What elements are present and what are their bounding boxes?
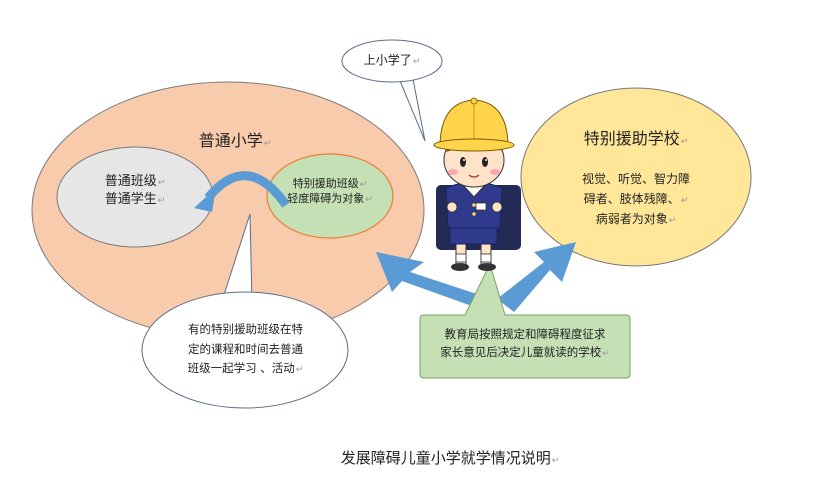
note-line: 班级一起学习 、活动↵ — [187, 361, 304, 376]
curved-arrow-head — [194, 188, 216, 212]
arrow-to-special-school — [497, 242, 576, 312]
return-mark: ↵ — [359, 180, 368, 190]
note-bubble — [141, 291, 349, 409]
return-mark: ↵ — [602, 349, 610, 360]
special-school-text: 视觉、听觉、智力障 碍者、肢体残障、↵ 病弱者为对象↵ — [566, 170, 706, 229]
speech-text: 上小学了↵ — [352, 52, 432, 68]
return-mark: ↵ — [412, 57, 421, 67]
decision-text: 教育局按照规定和障碍程度征求 家长意见后决定儿童就读的学校↵ — [424, 325, 626, 362]
decision-box — [419, 262, 631, 379]
note-line: 有的特别援助班级在特 — [188, 322, 303, 336]
arrow-to-regular-school — [376, 252, 492, 305]
special-school-ellipse — [520, 87, 752, 267]
child-illustration — [433, 97, 521, 271]
special-school-line: 视觉、听觉、智力障 — [581, 172, 690, 186]
note-line: 定的课程和时间去普通 — [188, 341, 303, 356]
regular-school-title-label: 普通小学 — [198, 131, 263, 150]
regular-class-text: 普通班级↵ 普通学生↵ — [85, 173, 185, 208]
curved-arrow — [204, 171, 290, 208]
return-mark: ↵ — [295, 365, 304, 376]
special-school-line: 碍者、肢体残障、↵ — [583, 191, 689, 206]
caption-label: 发展障碍儿童小学就学情况说明 — [340, 449, 551, 467]
return-mark: ↵ — [680, 137, 689, 147]
return-mark: ↵ — [263, 139, 272, 149]
regular-class-line: 普通学生↵ — [104, 191, 166, 207]
decision-line: 家长意见后决定儿童就读的学校↵ — [440, 345, 610, 360]
return-mark: ↵ — [551, 456, 560, 466]
support-class-ellipse — [266, 153, 394, 239]
return-mark: ↵ — [668, 215, 677, 226]
return-mark: ↵ — [365, 194, 373, 205]
speech-bubble — [341, 39, 443, 83]
note-bubble-text: 有的特别援助班级在特 定的课程和时间去普通 班级一起学习 、活动↵ — [168, 320, 323, 379]
speech-bubble-tail — [397, 73, 426, 142]
special-school-title-label: 特别援助学校 — [583, 129, 680, 148]
return-mark: ↵ — [680, 195, 689, 206]
decision-line: 教育局按照规定和障碍程度征求 — [444, 327, 606, 341]
special-school-line: 病弱者为对象↵ — [595, 211, 677, 226]
special-school-title: 特别援助学校↵ — [556, 128, 716, 150]
support-class-line: 特别援助班级↵ — [292, 177, 368, 190]
caption: 发展障碍儿童小学就学情况说明↵ — [290, 448, 610, 468]
regular-class-line: 普通班级↵ — [104, 174, 166, 189]
regular-school-title: 普通小学↵ — [160, 130, 310, 152]
return-mark: ↵ — [157, 178, 166, 188]
support-class-text: 特别援助班级↵ 轻度障碍为对象↵ — [278, 177, 382, 207]
return-mark: ↵ — [157, 195, 166, 206]
speech-label: 上小学了 — [363, 53, 412, 67]
support-class-line: 轻度障碍为对象↵ — [287, 191, 373, 205]
note-bubble-tail — [220, 213, 253, 305]
